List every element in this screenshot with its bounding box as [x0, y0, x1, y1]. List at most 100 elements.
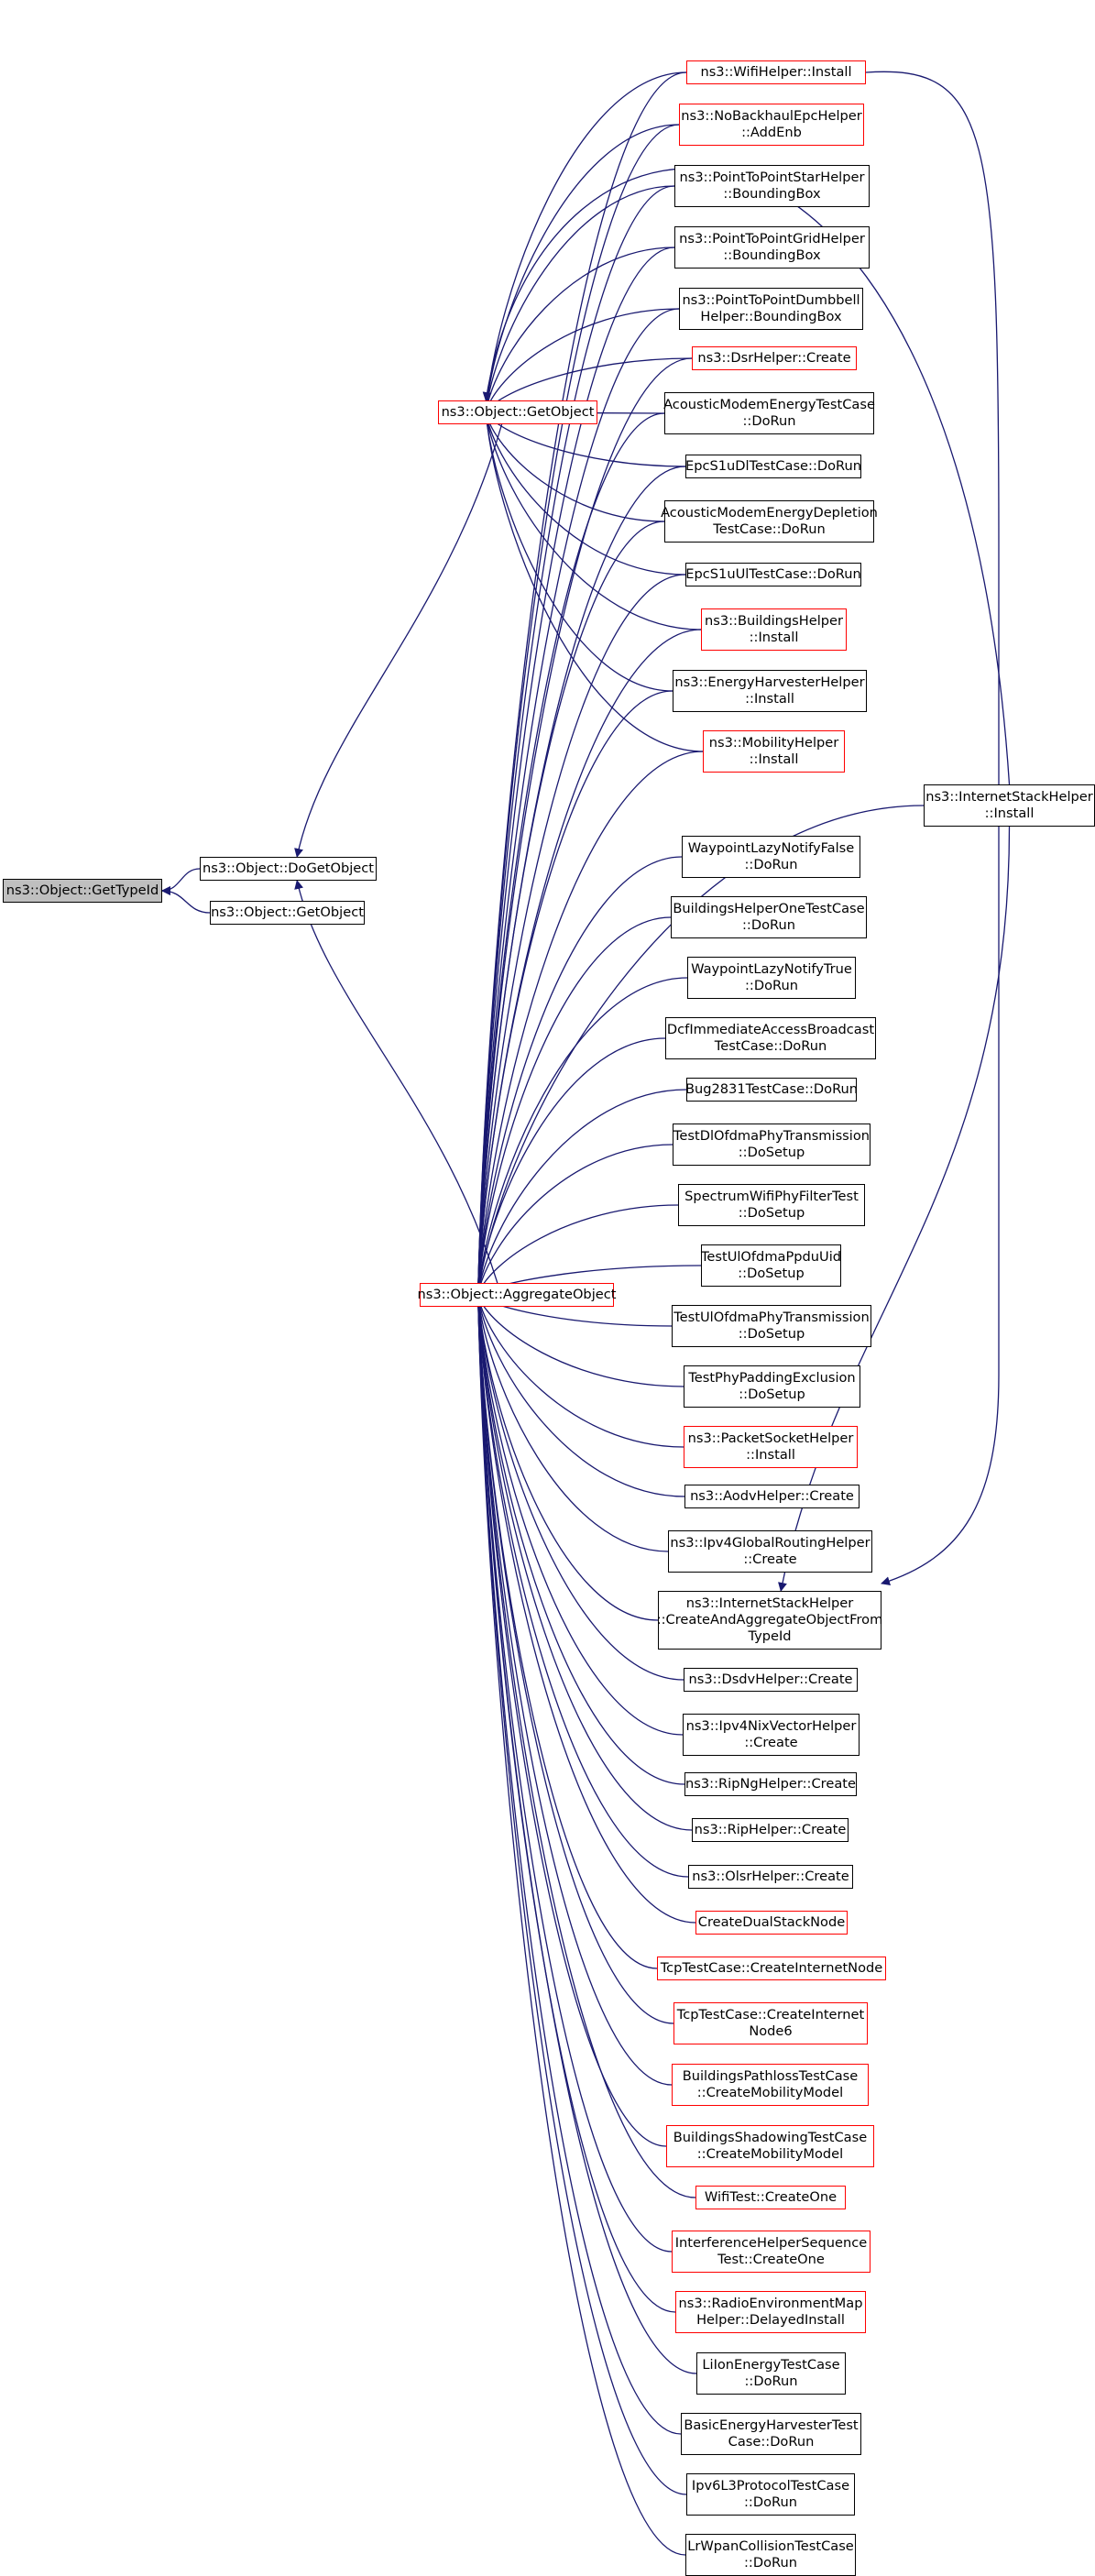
graph-node-wifitest_createone[interactable]: WifiTest::CreateOne — [695, 2186, 846, 2209]
graph-node-epcs1u_ul[interactable]: EpcS1uUlTestCase::DoRun — [685, 563, 861, 586]
graph-node-nobackhaul[interactable]: ns3::NoBackhaulEpcHelper::AddEnb — [679, 104, 864, 146]
graph-node-label: ::DoSetup — [739, 1387, 805, 1402]
call-edge-buildings_shadowing-to-aggregate — [473, 1294, 667, 2147]
graph-node-label: ns3::Ipv4NixVectorHelper — [685, 1718, 857, 1734]
graph-node-p2p_star[interactable]: ns3::PointToPointStarHelper::BoundingBox — [674, 165, 870, 207]
graph-node-aodv_create[interactable]: ns3::AodvHelper::Create — [684, 1485, 860, 1508]
graph-node-label: ns3::OlsrHelper::Create — [692, 1869, 849, 1884]
graph-node-test_ul_ofdma_ppdu[interactable]: TestUlOfdmaPpduUid::DoSetup — [701, 1244, 841, 1287]
graph-node-liion_energy[interactable]: LiIonEnergyTestCase::DoRun — [696, 2352, 846, 2395]
graph-node-test_dl_ofdma_phy[interactable]: TestDlOfdmaPhyTransmission::DoSetup — [673, 1124, 871, 1166]
graph-node-wifi_install[interactable]: ns3::WifiHelper::Install — [686, 60, 866, 84]
graph-node-packetsocket_install[interactable]: ns3::PacketSocketHelper::Install — [684, 1426, 858, 1468]
graph-node-label: ::BoundingBox — [723, 247, 821, 263]
graph-node-test_phy_padding[interactable]: TestPhyPaddingExclusion::DoSetup — [684, 1365, 860, 1408]
graph-node-label: AcousticModemEnergyTestCase — [663, 397, 875, 412]
graph-node-buildings_install[interactable]: ns3::BuildingsHelper::Install — [701, 608, 847, 651]
graph-node-label: ::CreateMobilityModel — [696, 2146, 844, 2162]
graph-node-lrwpan_collision[interactable]: LrWpanCollisionTestCase::DoRun — [685, 2534, 856, 2576]
call-edge-p2p_grid-to-getobject — [482, 247, 675, 413]
graph-node-label: ::DoRun — [742, 917, 795, 933]
graph-node-acoustic_energy[interactable]: AcousticModemEnergyTestCase::DoRun — [663, 392, 875, 434]
graph-node-spectrum_wifi_filter[interactable]: SpectrumWifiPhyFilterTest::DoSetup — [678, 1184, 865, 1226]
call-edge-tcp_createinternet-to-aggregate — [473, 1294, 658, 1969]
graph-node-bug2831[interactable]: Bug2831TestCase::DoRun — [684, 1078, 859, 1102]
graph-node-ipv4global_create[interactable]: ns3::Ipv4GlobalRoutingHelper::Create — [668, 1530, 872, 1573]
graph-node-dsr_create[interactable]: ns3::DsrHelper::Create — [692, 346, 857, 370]
call-edge-test_dl_ofdma_phy-to-aggregate — [475, 1144, 673, 1296]
graph-node-label: TestCase::DoRun — [714, 1038, 827, 1054]
call-edge-ipv6l3protocol-to-aggregate — [473, 1294, 687, 2495]
graph-node-test_ul_ofdma_phy[interactable]: TestUlOfdmaPhyTransmission::DoSetup — [672, 1305, 871, 1347]
graph-node-label: ns3::Object::DoGetObject — [202, 860, 375, 876]
graph-node-buildings_onetest[interactable]: BuildingsHelperOneTestCase::DoRun — [671, 896, 867, 938]
graph-node-label: TcpTestCase::CreateInternet — [676, 2007, 865, 2022]
call-edge-test_phy_padding-to-aggregate — [476, 1294, 684, 1387]
graph-node-label: ::CreateAndAggregateObjectFrom — [656, 1612, 883, 1628]
call-edge-buildings_pathloss-to-aggregate — [473, 1294, 673, 2086]
call-edge-ipv4global_create-to-aggregate — [474, 1294, 669, 1552]
call-edge-ripng_create-to-aggregate — [474, 1294, 685, 1785]
graph-node-label: ns3::Object::AggregateObject — [417, 1287, 617, 1302]
graph-node-wp_lazy_true[interactable]: WaypointLazyNotifyTrue::DoRun — [687, 957, 856, 999]
graph-node-p2p_grid[interactable]: ns3::PointToPointGridHelper::BoundingBox — [674, 226, 870, 269]
graph-node-wp_lazy_false[interactable]: WaypointLazyNotifyFalse::DoRun — [682, 836, 860, 878]
graph-node-tcp_createinternet[interactable]: TcpTestCase::CreateInternetNode — [657, 1957, 886, 1980]
call-edge-internetstack_install-to-internetstack_createagg — [778, 826, 1011, 1592]
call-edge-ipv4nix_create-to-aggregate — [474, 1294, 684, 1736]
graph-node-label: ns3::Ipv4GlobalRoutingHelper — [670, 1535, 871, 1551]
graph-node-create_dualstack[interactable]: CreateDualStackNode — [695, 1911, 848, 1935]
graph-node-buildings_shadowing[interactable]: BuildingsShadowingTestCase::CreateMobili… — [666, 2125, 874, 2167]
graph-node-label: TestDlOfdmaPhyTransmission — [673, 1128, 871, 1144]
graph-node-internetstack_install[interactable]: ns3::InternetStackHelper::Install — [924, 784, 1095, 827]
graph-node-label: ::DoRun — [744, 2555, 797, 2571]
graph-node-label: ns3::DsdvHelper::Create — [688, 1672, 853, 1687]
graph-node-buildings_pathloss[interactable]: BuildingsPathlossTestCase::CreateMobilit… — [672, 2064, 869, 2106]
call-edge-p2p_dumbbell-to-aggregate — [473, 308, 680, 1296]
graph-node-internetstack_createagg[interactable]: ns3::InternetStackHelper::CreateAndAggre… — [656, 1591, 883, 1650]
graph-node-label: Ipv6L3ProtocolTestCase — [691, 2478, 850, 2494]
graph-node-rip_create[interactable]: ns3::RipHelper::Create — [692, 1818, 849, 1842]
graph-node-ipv6l3protocol[interactable]: Ipv6L3ProtocolTestCase::DoRun — [686, 2473, 855, 2516]
call-edge-p2p_dumbbell-to-getobject — [483, 308, 680, 413]
graph-node-label: ::DoRun — [742, 413, 796, 429]
graph-node-label: ::Create — [744, 1735, 798, 1750]
graph-node-olsr_create[interactable]: ns3::OlsrHelper::Create — [688, 1865, 853, 1889]
graph-node-label: ::DoSetup — [738, 1145, 805, 1160]
graph-node-label: ::Install — [749, 751, 799, 767]
graph-node-label: Bug2831TestCase::DoRun — [684, 1081, 859, 1097]
graph-node-label: ::Install — [745, 691, 794, 707]
graph-node-ripng_create[interactable]: ns3::RipNgHelper::Create — [684, 1772, 857, 1796]
graph-node-dogetobject[interactable]: ns3::Object::DoGetObject — [200, 857, 377, 881]
graph-node-energyharvester_install[interactable]: ns3::EnergyHarvesterHelper::Install — [673, 670, 867, 712]
call-edge-buildings_install-to-aggregate — [474, 629, 702, 1296]
graph-node-label: SpectrumWifiPhyFilterTest — [684, 1189, 859, 1204]
graph-node-label: ::Install — [984, 806, 1035, 821]
graph-node-getobject_b[interactable]: ns3::Object::GetObject — [210, 901, 365, 925]
call-edge-lrwpan_collision-to-aggregate — [473, 1294, 686, 2556]
graph-node-mobility_install[interactable]: ns3::MobilityHelper::Install — [703, 730, 845, 773]
graph-node-label: CreateDualStackNode — [697, 1914, 846, 1930]
graph-node-label: ::Install — [749, 630, 799, 645]
graph-node-dsdv_create[interactable]: ns3::DsdvHelper::Create — [684, 1668, 858, 1692]
graph-node-epcs1u_dl[interactable]: EpcS1uDlTestCase::DoRun — [685, 455, 861, 478]
graph-node-getobject[interactable]: ns3::Object::GetObject — [438, 400, 597, 424]
graph-node-label: BuildingsShadowingTestCase — [673, 2130, 868, 2145]
graph-node-aggregate[interactable]: ns3::Object::AggregateObject — [417, 1283, 617, 1307]
call-edge-p2p_star-to-getobject — [482, 185, 675, 413]
graph-node-label: ::BoundingBox — [723, 186, 821, 202]
graph-node-ipv4nix_create[interactable]: ns3::Ipv4NixVectorHelper::Create — [683, 1714, 860, 1756]
graph-node-label: TestPhyPaddingExclusion — [688, 1370, 856, 1386]
call-edge-getobject_b-to-gettypeid — [161, 886, 211, 914]
graph-node-label: ::DoSetup — [738, 1266, 805, 1281]
graph-node-label: ::DoRun — [745, 978, 798, 993]
call-edge-dcf_immediate-to-aggregate — [474, 1037, 666, 1296]
graph-node-label: Node6 — [749, 2023, 793, 2039]
